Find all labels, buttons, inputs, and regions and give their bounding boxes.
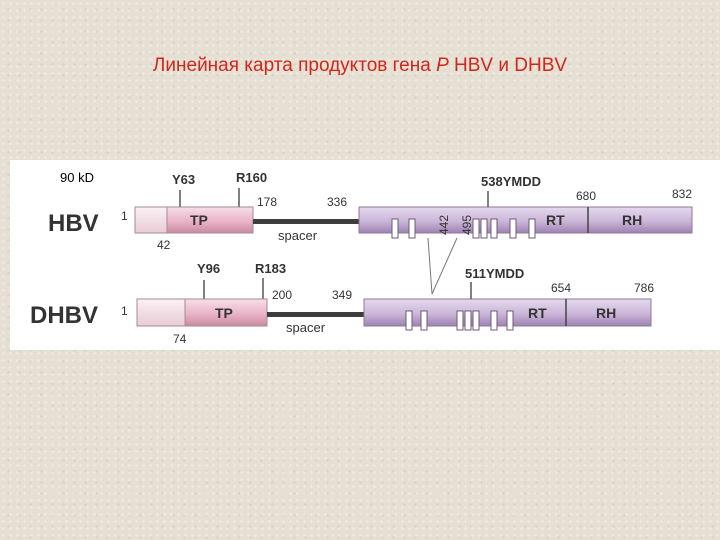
weight-label: 90 kD bbox=[60, 170, 94, 185]
hbv-motif-box bbox=[472, 218, 480, 239]
hbv-spacer-end-number: 336 bbox=[327, 195, 347, 209]
hbv-rt-label: RT bbox=[546, 212, 565, 228]
hbv-spacer-label: spacer bbox=[278, 228, 318, 243]
dhbv-motif-box bbox=[464, 310, 472, 331]
hbv-motif-box bbox=[408, 218, 416, 239]
dhbv-label: DHBV bbox=[30, 302, 98, 329]
dhbv-motif-box bbox=[405, 310, 413, 331]
hbv-motif-box bbox=[528, 218, 536, 239]
dhbv-n-terminal-segment bbox=[136, 298, 186, 327]
gene-map-figure: 90 kD HBV 1 Y63 R160 bbox=[10, 160, 720, 350]
hbv-tp-domain bbox=[166, 206, 254, 234]
gene-map-svg: HBV 1 Y63 R160 TP 42 178 spacer 336 RT R… bbox=[30, 170, 693, 346]
dhbv-start-number: 1 bbox=[121, 304, 128, 318]
connector-line bbox=[431, 237, 458, 295]
hbv-tp-start-number: 42 bbox=[157, 238, 171, 252]
hbv-label: HBV bbox=[48, 210, 99, 237]
hbv-motif-box bbox=[490, 218, 498, 239]
dhbv-spacer-label: spacer bbox=[286, 320, 326, 335]
hbv-n-terminal-segment bbox=[134, 206, 168, 234]
hbv-motif-box bbox=[480, 218, 488, 239]
hbv-end-number: 832 bbox=[672, 187, 692, 201]
dhbv-tp-domain bbox=[184, 298, 268, 327]
hbv-tp-end-number: 178 bbox=[257, 195, 277, 209]
dhbv-end-number: 786 bbox=[634, 281, 654, 295]
dhbv-rt-end-number: 654 bbox=[551, 281, 571, 295]
dhbv-motif-box bbox=[506, 310, 514, 331]
hbv-r-site-label: R160 bbox=[236, 170, 267, 185]
dhbv-motif-box bbox=[490, 310, 498, 331]
hbv-start-number: 1 bbox=[121, 209, 128, 223]
title-suffix: HBV и DHBV bbox=[448, 55, 568, 76]
hbv-motif-box bbox=[509, 218, 517, 239]
hbv-motif-boxes bbox=[391, 218, 536, 239]
hbv-y-site-label: Y63 bbox=[172, 172, 195, 187]
hbv-spacer-line bbox=[253, 219, 359, 224]
hbv-motif-495: 495 bbox=[460, 215, 474, 235]
title-italic: P bbox=[436, 55, 449, 76]
dhbv-y-site-label: Y96 bbox=[197, 261, 220, 276]
dhbv-spacer-line bbox=[267, 312, 364, 317]
dhbv-tp-label: TP bbox=[215, 305, 233, 321]
dhbv-rh-label: RH bbox=[596, 305, 616, 321]
slide-title: Линейная карта продуктов гена P HBV и DH… bbox=[0, 55, 720, 77]
dhbv-tp-end-number: 200 bbox=[272, 288, 292, 302]
hbv-tp-label: TP bbox=[190, 212, 208, 228]
hbv-ymdd-label: 538YMDD bbox=[481, 174, 541, 189]
dhbv-r-site-label: R183 bbox=[255, 261, 286, 276]
dhbv-motif-box bbox=[420, 310, 428, 331]
dhbv-tp-start-number: 74 bbox=[173, 332, 187, 346]
dhbv-motif-boxes bbox=[405, 310, 514, 331]
hbv-rt-end-number: 680 bbox=[576, 189, 596, 203]
dhbv-motif-box bbox=[472, 310, 480, 331]
connector-line bbox=[427, 237, 433, 295]
hbv-rh-label: RH bbox=[622, 212, 642, 228]
dhbv-motif-box bbox=[456, 310, 464, 331]
title-prefix: Линейная карта продуктов гена bbox=[152, 55, 437, 76]
hbv-motif-box bbox=[391, 218, 399, 239]
dhbv-rt-label: RT bbox=[528, 305, 547, 321]
hbv-motif-442: 442 bbox=[437, 215, 451, 235]
dhbv-spacer-end-number: 349 bbox=[332, 288, 352, 302]
dhbv-ymdd-label: 511YMDD bbox=[465, 266, 524, 281]
